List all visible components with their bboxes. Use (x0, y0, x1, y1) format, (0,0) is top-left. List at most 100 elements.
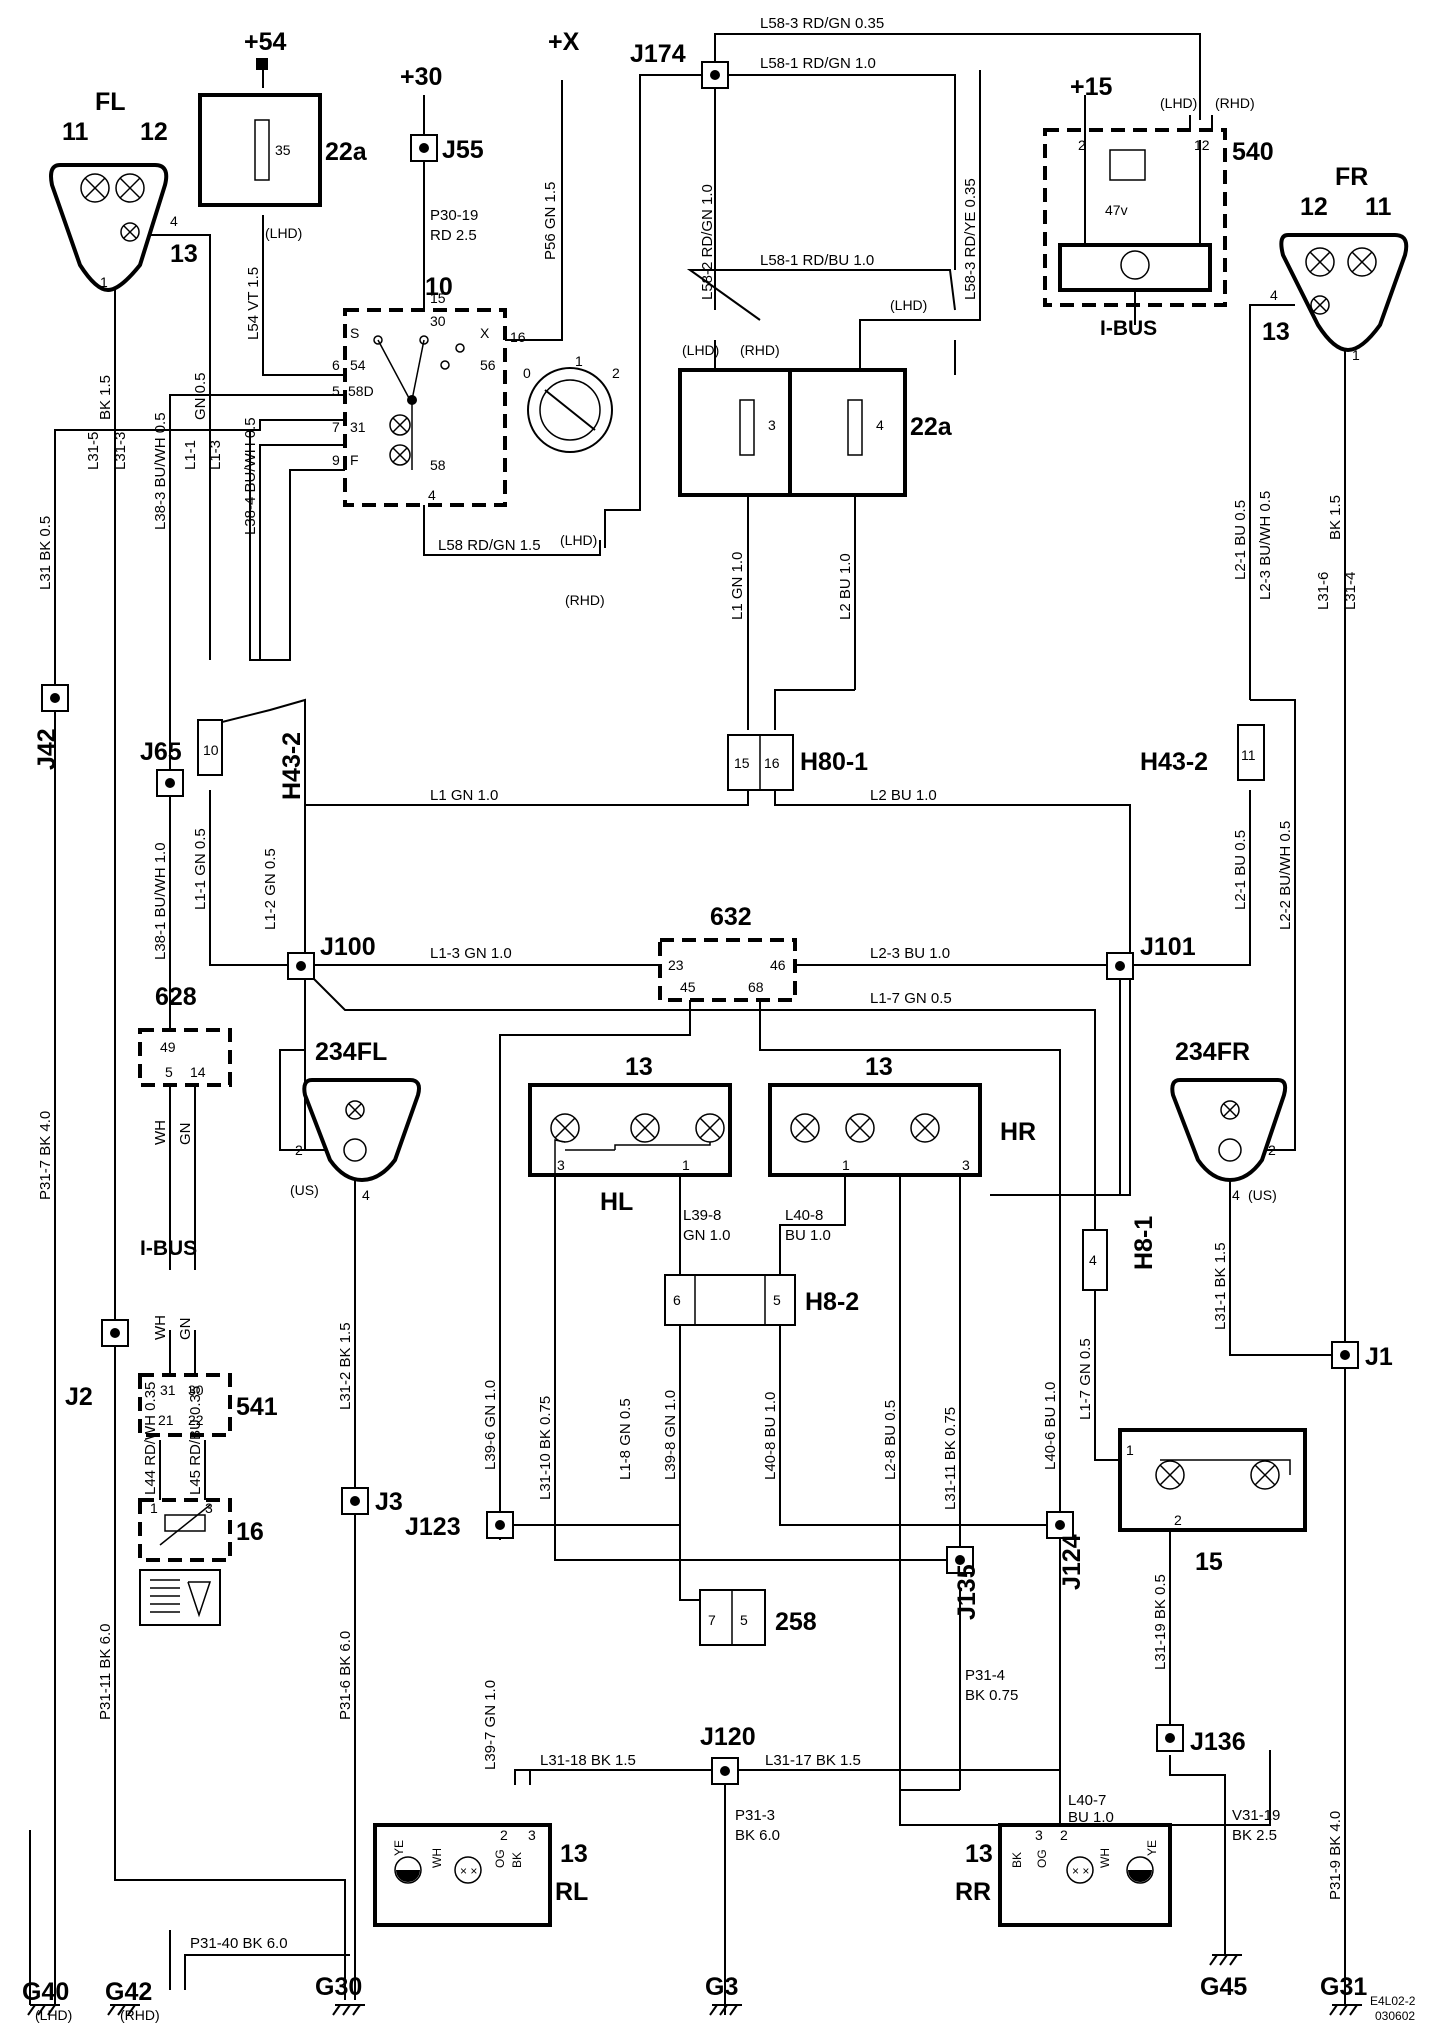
switch-pin-31: 31 (350, 419, 366, 435)
rl-pin-2: 2 (500, 1827, 508, 1843)
wire-l1-7: L1-7 GN 0.5 (870, 990, 952, 1007)
svg-text:× ×: × × (460, 1864, 477, 1878)
ground-g3 (709, 2004, 742, 2016)
supply-plusx: +X (548, 28, 580, 56)
hr-name: HR (1000, 1118, 1036, 1146)
switch-pin-30: 30 (430, 313, 446, 329)
wire-l31-17: L31-17 BK 1.5 (765, 1752, 861, 1769)
m541-pin-22: 22 (188, 1412, 204, 1428)
wire-l2-8: L2-8 BU 0.5 (882, 1400, 899, 1480)
m540-lhd: (LHD) (1160, 95, 1197, 111)
fuse-box-22a-top: +54 35 22a (LHD) (198, 28, 368, 241)
module-632: 632 23 45 68 46 (658, 903, 797, 1002)
junction-j120: J120 (700, 1723, 756, 1785)
wire-p31-11: P31-11 BK 6.0 (97, 1624, 114, 1720)
ground-g40 (27, 2004, 60, 2016)
m540-pin-2: 2 (1078, 137, 1086, 153)
switch-pin-16: 16 (510, 329, 526, 345)
connector-h43-2-left: 10 H43-2 (197, 719, 306, 800)
ground-g31 (1329, 2004, 1362, 2016)
switch-pin-s: S (350, 325, 359, 341)
junction-j123-label: J123 (405, 1513, 461, 1541)
drawing-date: 030602 (1375, 2009, 1415, 2023)
module-628: 628 49 5 14 (138, 983, 232, 1087)
tail-lamp-hl: 13 HL 3 1 (528, 1053, 732, 1216)
rr-pin-3: 3 (1035, 1827, 1043, 1843)
junction-j100-label: J100 (320, 933, 376, 961)
m628-pin-14: 14 (190, 1064, 206, 1080)
h43-2-right-ref: H43-2 (1140, 748, 1208, 776)
switch-pin-58: 58 (430, 457, 446, 473)
wire-l31-3: L31-3 (112, 432, 129, 470)
junction-j42: J42 (33, 684, 69, 770)
junction-j174-label: J174 (630, 40, 686, 68)
wire-l54: L54 VT 1.5 (245, 267, 262, 340)
wire-l1-v: L1 GN 1.0 (729, 552, 746, 620)
wires (29, 33, 1346, 2015)
wire-l1-3: L1-3 GN 1.0 (430, 945, 512, 962)
fl-pin-12: 12 (140, 118, 168, 146)
lamp-234fl-pin-2: 2 (295, 1142, 303, 1158)
m540-ref: 540 (1232, 138, 1274, 166)
wire-l1-1a: L1-1 (182, 440, 199, 470)
rl-og: OG (493, 1849, 507, 1868)
h8-1-ref: H8-1 (1130, 1216, 1158, 1270)
m632-ref: 632 (710, 903, 752, 931)
switch-ref: 10 (425, 273, 453, 301)
wire-l1-stub: GN 0.5 (192, 372, 209, 420)
wire-l31-4: L31-4 (1342, 572, 1359, 610)
h8-1-pin-4: 4 (1089, 1252, 1097, 1268)
switch-pin-54: 54 (350, 357, 366, 373)
h80-1-ref: H80-1 (800, 748, 868, 776)
junction-j2: J2 (65, 1319, 129, 1411)
h8-2-pin-6: 6 (673, 1292, 681, 1308)
wire-l58-1-top: L58-1 RD/GN 1.0 (760, 55, 876, 72)
rr-pin-2: 2 (1060, 1827, 1068, 1843)
switch-pin-4: 4 (428, 487, 436, 503)
junction-j120-label: J120 (700, 1723, 756, 1751)
switch-pin-6: 6 (332, 357, 340, 373)
m632-pin-68: 68 (748, 979, 764, 995)
wire-l1-1: L1-1 GN 0.5 (192, 828, 209, 910)
fl-lamp: FL 11 12 4 1 13 (49, 88, 198, 293)
hr-pin-1: 1 (842, 1157, 850, 1173)
junction-j174: J174 (630, 40, 729, 89)
wire-fl-stub: BK 1.5 (97, 375, 114, 420)
connector-258: 7 5 258 (699, 1589, 817, 1646)
c258-pin-5: 5 (740, 1612, 748, 1628)
fl-pin-4: 4 (170, 213, 178, 229)
fuse-4: 4 (876, 417, 884, 433)
hr-pin-3: 3 (962, 1157, 970, 1173)
wire-l1-8: L1-8 GN 0.5 (617, 1398, 634, 1480)
m628-pin-49: 49 (160, 1039, 176, 1055)
c258-pin-7: 7 (708, 1612, 716, 1628)
lamp-234fr-pin-2: 2 (1268, 1142, 1276, 1158)
m540-rhd: (RHD) (1215, 95, 1255, 111)
junction-j101: J101 (1106, 933, 1196, 980)
m540-pin-12: 12 (1194, 137, 1210, 153)
ground-g40-label: G40 (22, 1978, 69, 2006)
connector-h8-2: 6 5 H8-2 (664, 1274, 859, 1326)
wire-l40-6: L40-6 BU 1.0 (1042, 1382, 1059, 1470)
wire-l40-7b: BU 1.0 (1068, 1809, 1114, 1826)
wire-l38-1: L38-1 BU/WH 1.0 (152, 842, 169, 960)
rheostat-pin-3: 3 (205, 1500, 213, 1516)
rr-name: RR (955, 1878, 991, 1906)
rr-wh: WH (1098, 1848, 1112, 1868)
wire-l31-10: L31-10 BK 0.75 (537, 1396, 554, 1500)
fr-pin-4: 4 (1270, 287, 1278, 303)
junction-j65-label: J65 (140, 738, 182, 766)
dimmer-icon (139, 1569, 221, 1626)
connector-h43-2-right: 11 H43-2 (1140, 724, 1265, 781)
fuse-22a-lhd: (LHD) (265, 225, 302, 241)
dial-pos-2: 2 (612, 365, 620, 381)
junction-j2-label: J2 (65, 1383, 93, 1411)
fuse-box-22a-middle: 3 4 22a (LHD) (RHD) (LHD) (678, 297, 953, 497)
connector-h80-1: 15 16 H80-1 (727, 734, 868, 791)
rheostat-pin-1: 1 (150, 1500, 158, 1516)
switch-pin-x: X (480, 325, 490, 341)
junction-j124-label: J124 (1058, 1534, 1086, 1590)
rl-ye: YE (392, 1840, 406, 1856)
wire-l58-2: L58-2 RD/GN 1.0 (699, 184, 716, 300)
l58-lhd: (LHD) (560, 532, 597, 548)
